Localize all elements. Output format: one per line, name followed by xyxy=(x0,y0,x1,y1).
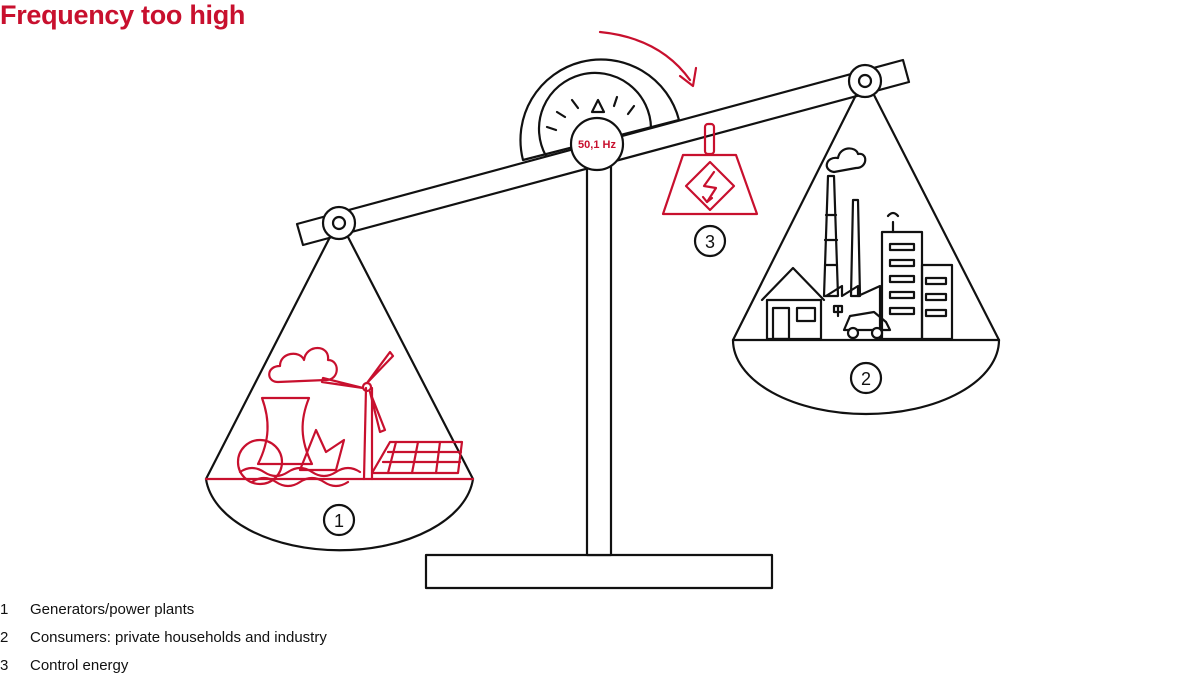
right-pan xyxy=(731,93,1001,416)
control-energy-marker: 3 xyxy=(693,224,727,258)
legend-number: 1 xyxy=(0,601,9,618)
legend-item-generators: 1 Generators/power plants xyxy=(0,600,194,620)
gauge-center xyxy=(569,116,625,172)
left-pan xyxy=(204,235,475,552)
control-energy-marker-number: 3 xyxy=(705,232,715,252)
consumers-marker: 2 xyxy=(849,361,883,395)
frequency-gauge xyxy=(519,58,681,162)
right-pivot xyxy=(847,63,883,99)
generators-marker: 1 xyxy=(322,503,356,537)
generators-icon xyxy=(236,346,464,488)
legend-text: Generators/power plants xyxy=(30,601,195,618)
gauge-reading: 50,1 Hz xyxy=(578,139,616,151)
legend-text: Consumers: private households and indust… xyxy=(30,629,327,646)
legend-text: Control energy xyxy=(30,657,129,674)
gauge-needle xyxy=(590,98,606,114)
legend-item-consumers: 2 Consumers: private households and indus… xyxy=(0,628,327,648)
legend-number: 3 xyxy=(0,657,9,674)
diagram-title: Frequency too high xyxy=(0,0,246,30)
legend-item-control-energy: 3 Control energy xyxy=(0,656,128,676)
consumers-icon xyxy=(760,147,954,341)
consumers-marker-number: 2 xyxy=(861,369,871,389)
left-pivot xyxy=(321,205,357,241)
generators-marker-number: 1 xyxy=(334,511,344,531)
rotation-arrow xyxy=(598,30,698,88)
scale-pillar xyxy=(585,148,613,557)
scale-base xyxy=(424,553,774,590)
control-energy-weight xyxy=(661,122,759,216)
legend-number: 2 xyxy=(0,629,9,646)
